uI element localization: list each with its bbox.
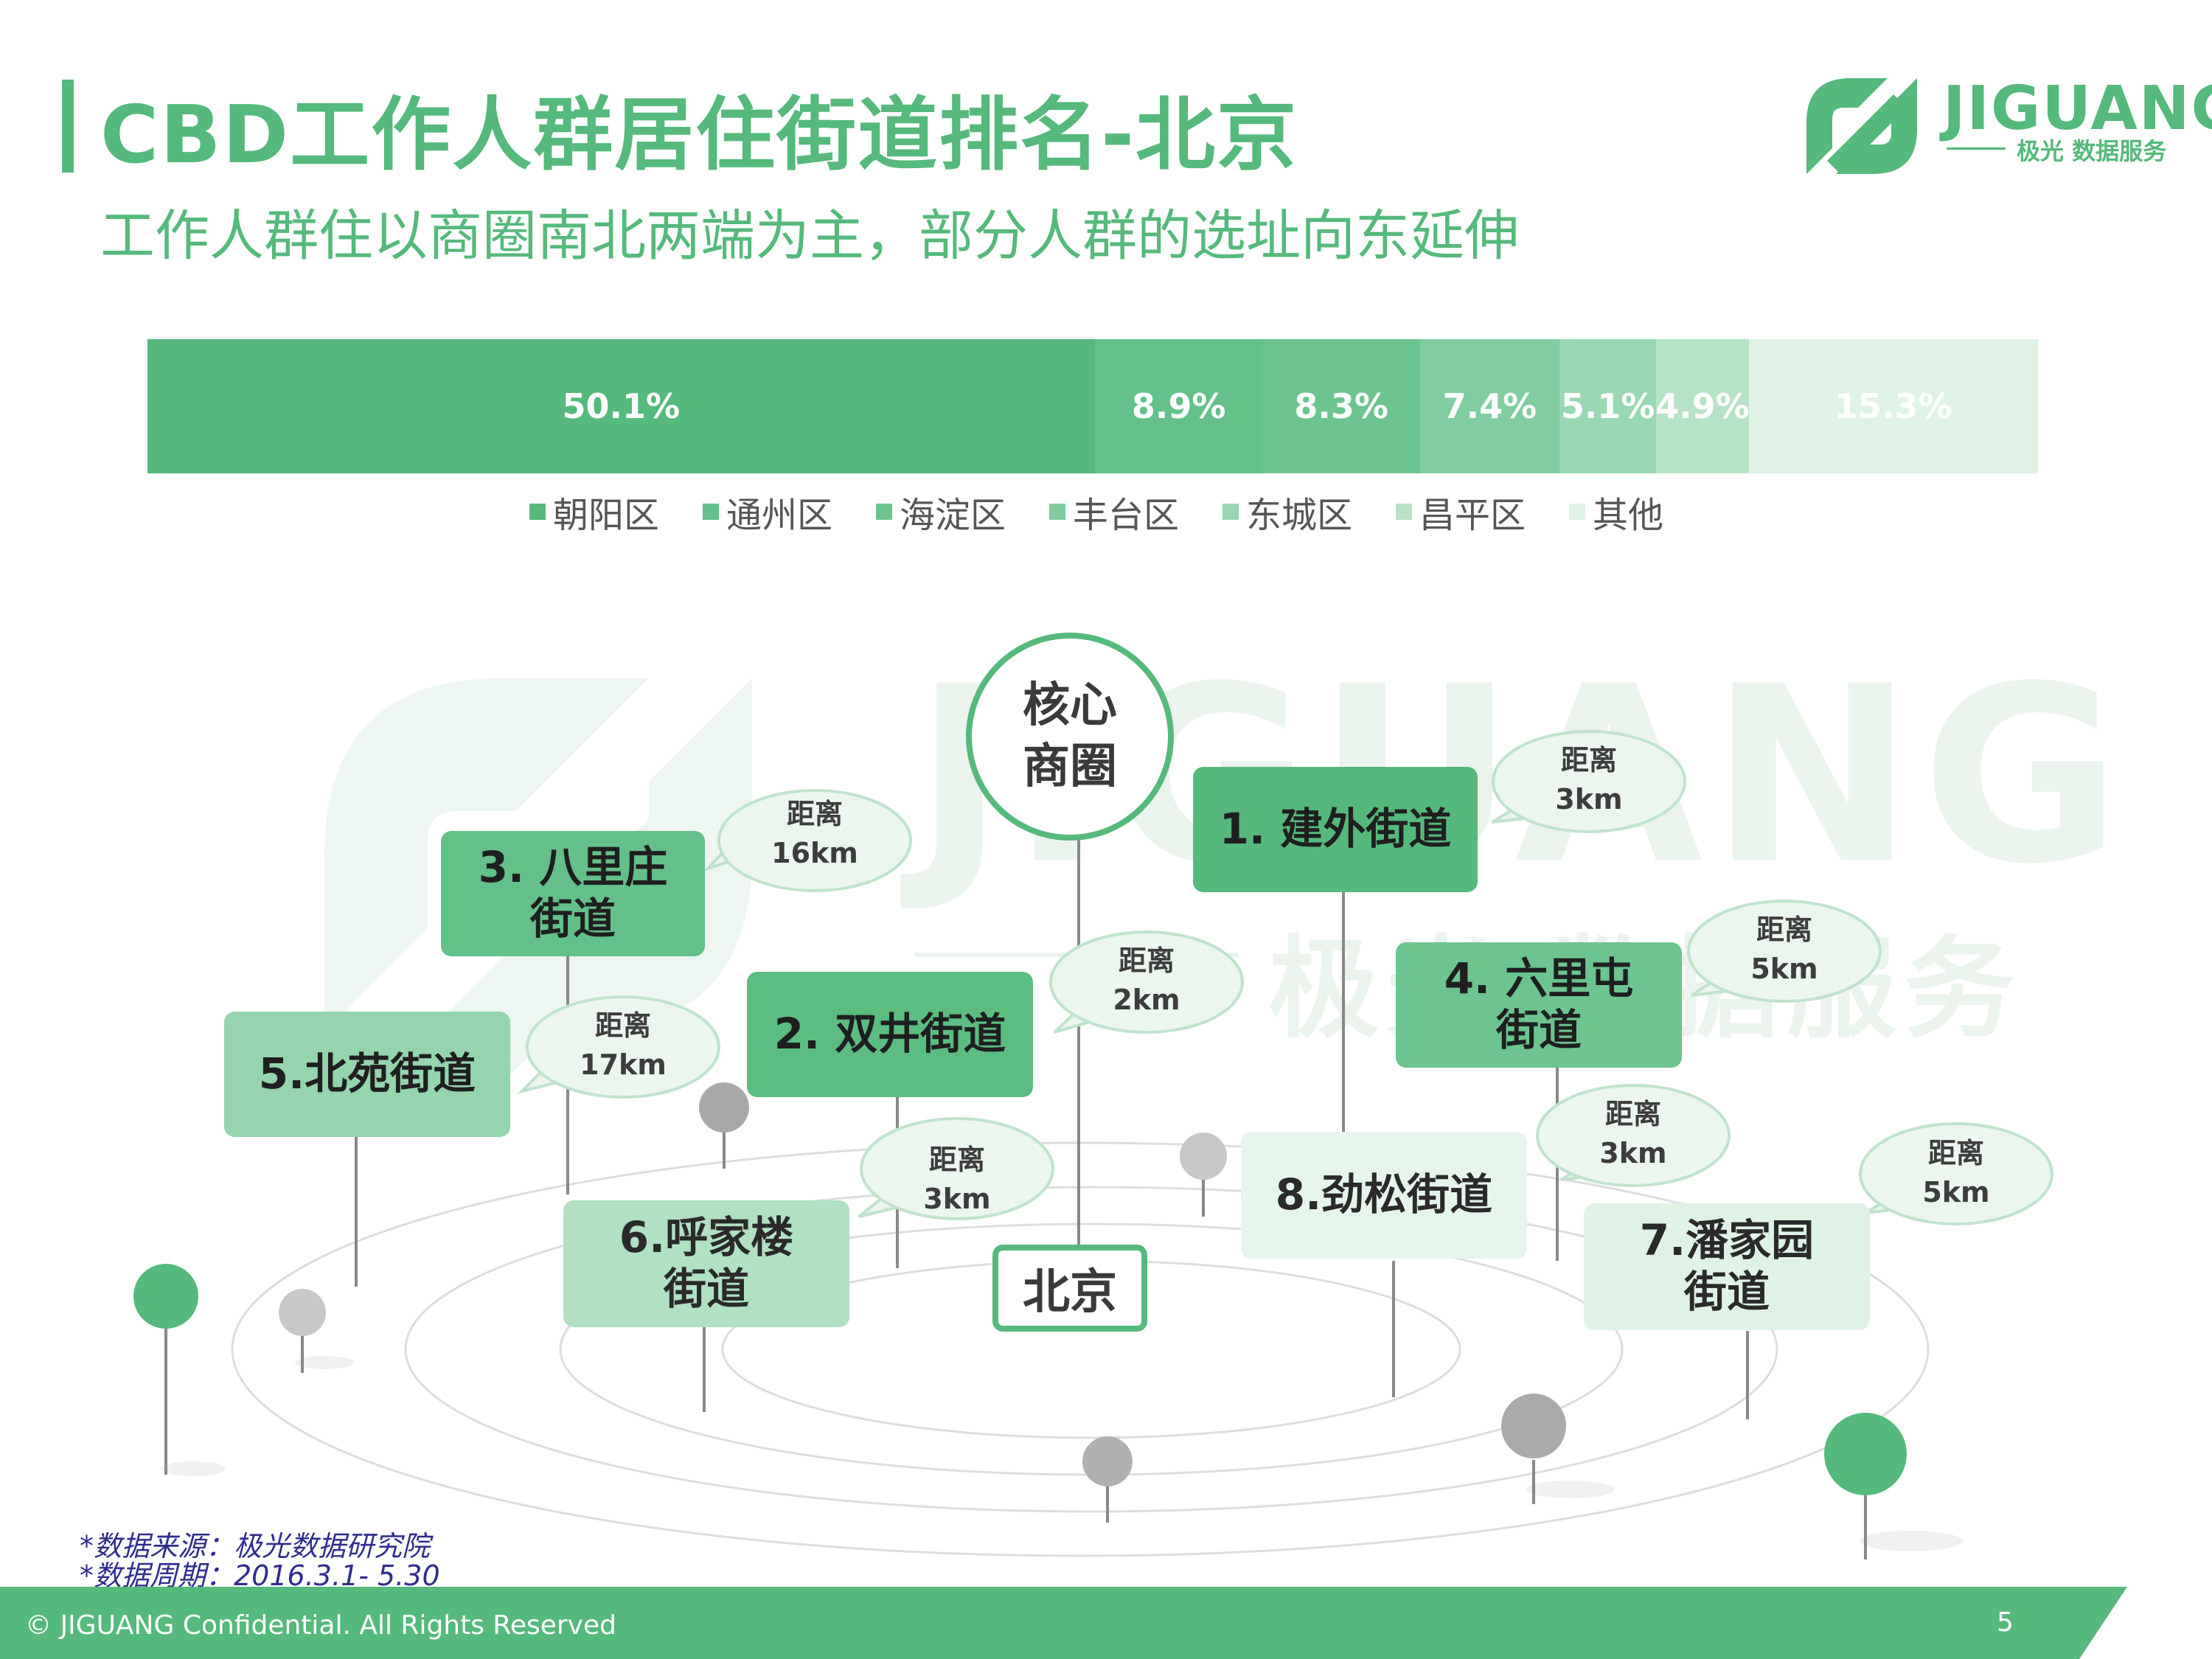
legend-label: 丰台区 — [1073, 495, 1180, 536]
core-business-district: 核心 商圈 — [966, 633, 1174, 841]
legend-item: 东城区 — [1222, 488, 1353, 536]
footer-band — [0, 1587, 2127, 1659]
street-box-8: 8.劲松街道 — [1241, 1132, 1527, 1259]
title-accent-bar — [62, 80, 74, 173]
gray-pin-icon — [279, 1289, 326, 1336]
logo-divider — [1947, 147, 2006, 150]
legend-item: 其他 — [1569, 488, 1664, 536]
green-pin-icon — [1824, 1413, 1907, 1495]
distance-bubble-1: 距离 3km — [1555, 744, 1623, 816]
street-box-4: 4. 六里屯 街道 — [1396, 942, 1682, 1068]
legend-label: 海淀区 — [900, 495, 1006, 536]
street-label-8: 8.劲松街道 — [1275, 1169, 1493, 1220]
bar-value-label: 4.9% — [1655, 386, 1750, 426]
data-source-note: *数据来源：极光数据研究院 — [80, 1530, 431, 1562]
page-subtitle: 工作人群住以商圈南北两端为主，部分人群的选址向东延伸 — [100, 204, 1519, 268]
distance-bubble-6: 距离 3km — [923, 1144, 991, 1216]
footer-copyright: © JIGUANG Confidential. All Rights Reser… — [25, 1610, 616, 1641]
distance-bubble-4: 距离 5km — [1750, 914, 1818, 986]
street-label-4: 4. 六里屯 街道 — [1444, 953, 1634, 1055]
legend-swatch — [529, 504, 546, 520]
jiguang-logo-icon — [1806, 78, 1917, 174]
legend-swatch — [876, 504, 892, 520]
bar-segment-通州区: 8.9% — [1094, 339, 1263, 473]
street-label-7: 7.潘家园 街道 — [1639, 1215, 1815, 1317]
legend-item: 通州区 — [703, 488, 833, 536]
street-label-5: 5.北苑街道 — [258, 1048, 476, 1099]
legend-label: 东城区 — [1246, 495, 1353, 536]
bar-segment-朝阳区: 50.1% — [147, 339, 1095, 473]
bar-segment-东城区: 5.1% — [1559, 339, 1657, 473]
legend-item: 昌平区 — [1396, 488, 1526, 536]
street-label-6: 6.呼家楼 街道 — [619, 1212, 794, 1314]
street-label-1: 1. 建外街道 — [1219, 804, 1452, 855]
street-box-1: 1. 建外街道 — [1193, 767, 1478, 892]
logo-wordmark: JIGUANG — [1943, 74, 2212, 144]
speech-bubbles — [517, 730, 2053, 1225]
distance-bubble-3: 距离 16km — [771, 798, 858, 870]
legend-swatch — [1569, 504, 1585, 520]
pins — [133, 1082, 1963, 1559]
street-box-3: 3. 八里庄 街道 — [441, 831, 705, 956]
legend-label: 通州区 — [726, 495, 833, 536]
bar-value-label: 5.1% — [1560, 386, 1655, 426]
legend-item: 丰台区 — [1049, 488, 1180, 536]
legend-label: 其他 — [1593, 495, 1664, 536]
legend-item: 朝阳区 — [529, 488, 660, 536]
bar-value-label: 8.9% — [1131, 386, 1226, 426]
street-box-2: 2. 双井街道 — [747, 972, 1033, 1097]
legend-swatch — [1396, 504, 1412, 520]
distance-bubble-7: 距离 5km — [1922, 1137, 1990, 1209]
gray-pin-icon — [1501, 1394, 1566, 1458]
page-title: CBD工作人群居住街道排名-北京 — [100, 89, 1298, 181]
gray-pin-icon — [699, 1082, 749, 1133]
legend-item: 海淀区 — [876, 488, 1006, 536]
bar-value-label: 8.3% — [1294, 386, 1388, 426]
bar-segment-丰台区: 7.4% — [1419, 339, 1560, 473]
street-box-6: 6.呼家楼 街道 — [563, 1200, 849, 1327]
bar-value-label: 50.1% — [562, 386, 681, 426]
legend-label: 朝阳区 — [553, 495, 660, 536]
distance-bubble-5: 距离 17km — [580, 1009, 667, 1082]
distance-bubble-2: 距离 2km — [1113, 945, 1180, 1017]
page-number: 5 — [1997, 1607, 2014, 1638]
data-period-note: *数据周期：2016.3.1- 5.30 — [80, 1559, 440, 1592]
legend-label: 昌平区 — [1419, 495, 1526, 536]
bar-segment-海淀区: 8.3% — [1262, 339, 1420, 473]
gray-pin-icon — [1082, 1436, 1133, 1486]
gray-pin-icon — [1180, 1133, 1227, 1180]
city-label: 北京 — [992, 1245, 1147, 1332]
legend-swatch — [1222, 504, 1239, 520]
legend-swatch — [1049, 504, 1065, 520]
street-label-2: 2. 双井街道 — [773, 1009, 1006, 1060]
street-box-7: 7.潘家园 街道 — [1584, 1203, 1870, 1330]
street-box-5: 5.北苑街道 — [224, 1012, 510, 1137]
logo-tagline: 极光 数据服务 — [2017, 137, 2167, 165]
bar-segment-其他: 15.3% — [1748, 339, 2038, 473]
bar-segment-昌平区: 4.9% — [1655, 339, 1750, 473]
bar-value-label: 15.3% — [1834, 386, 1952, 426]
green-pin-icon — [133, 1264, 198, 1329]
street-label-3: 3. 八里庄 街道 — [478, 842, 668, 944]
legend-swatch — [703, 504, 719, 520]
bar-value-label: 7.4% — [1442, 386, 1537, 426]
distance-bubble-8: 距离 3km — [1599, 1098, 1667, 1170]
